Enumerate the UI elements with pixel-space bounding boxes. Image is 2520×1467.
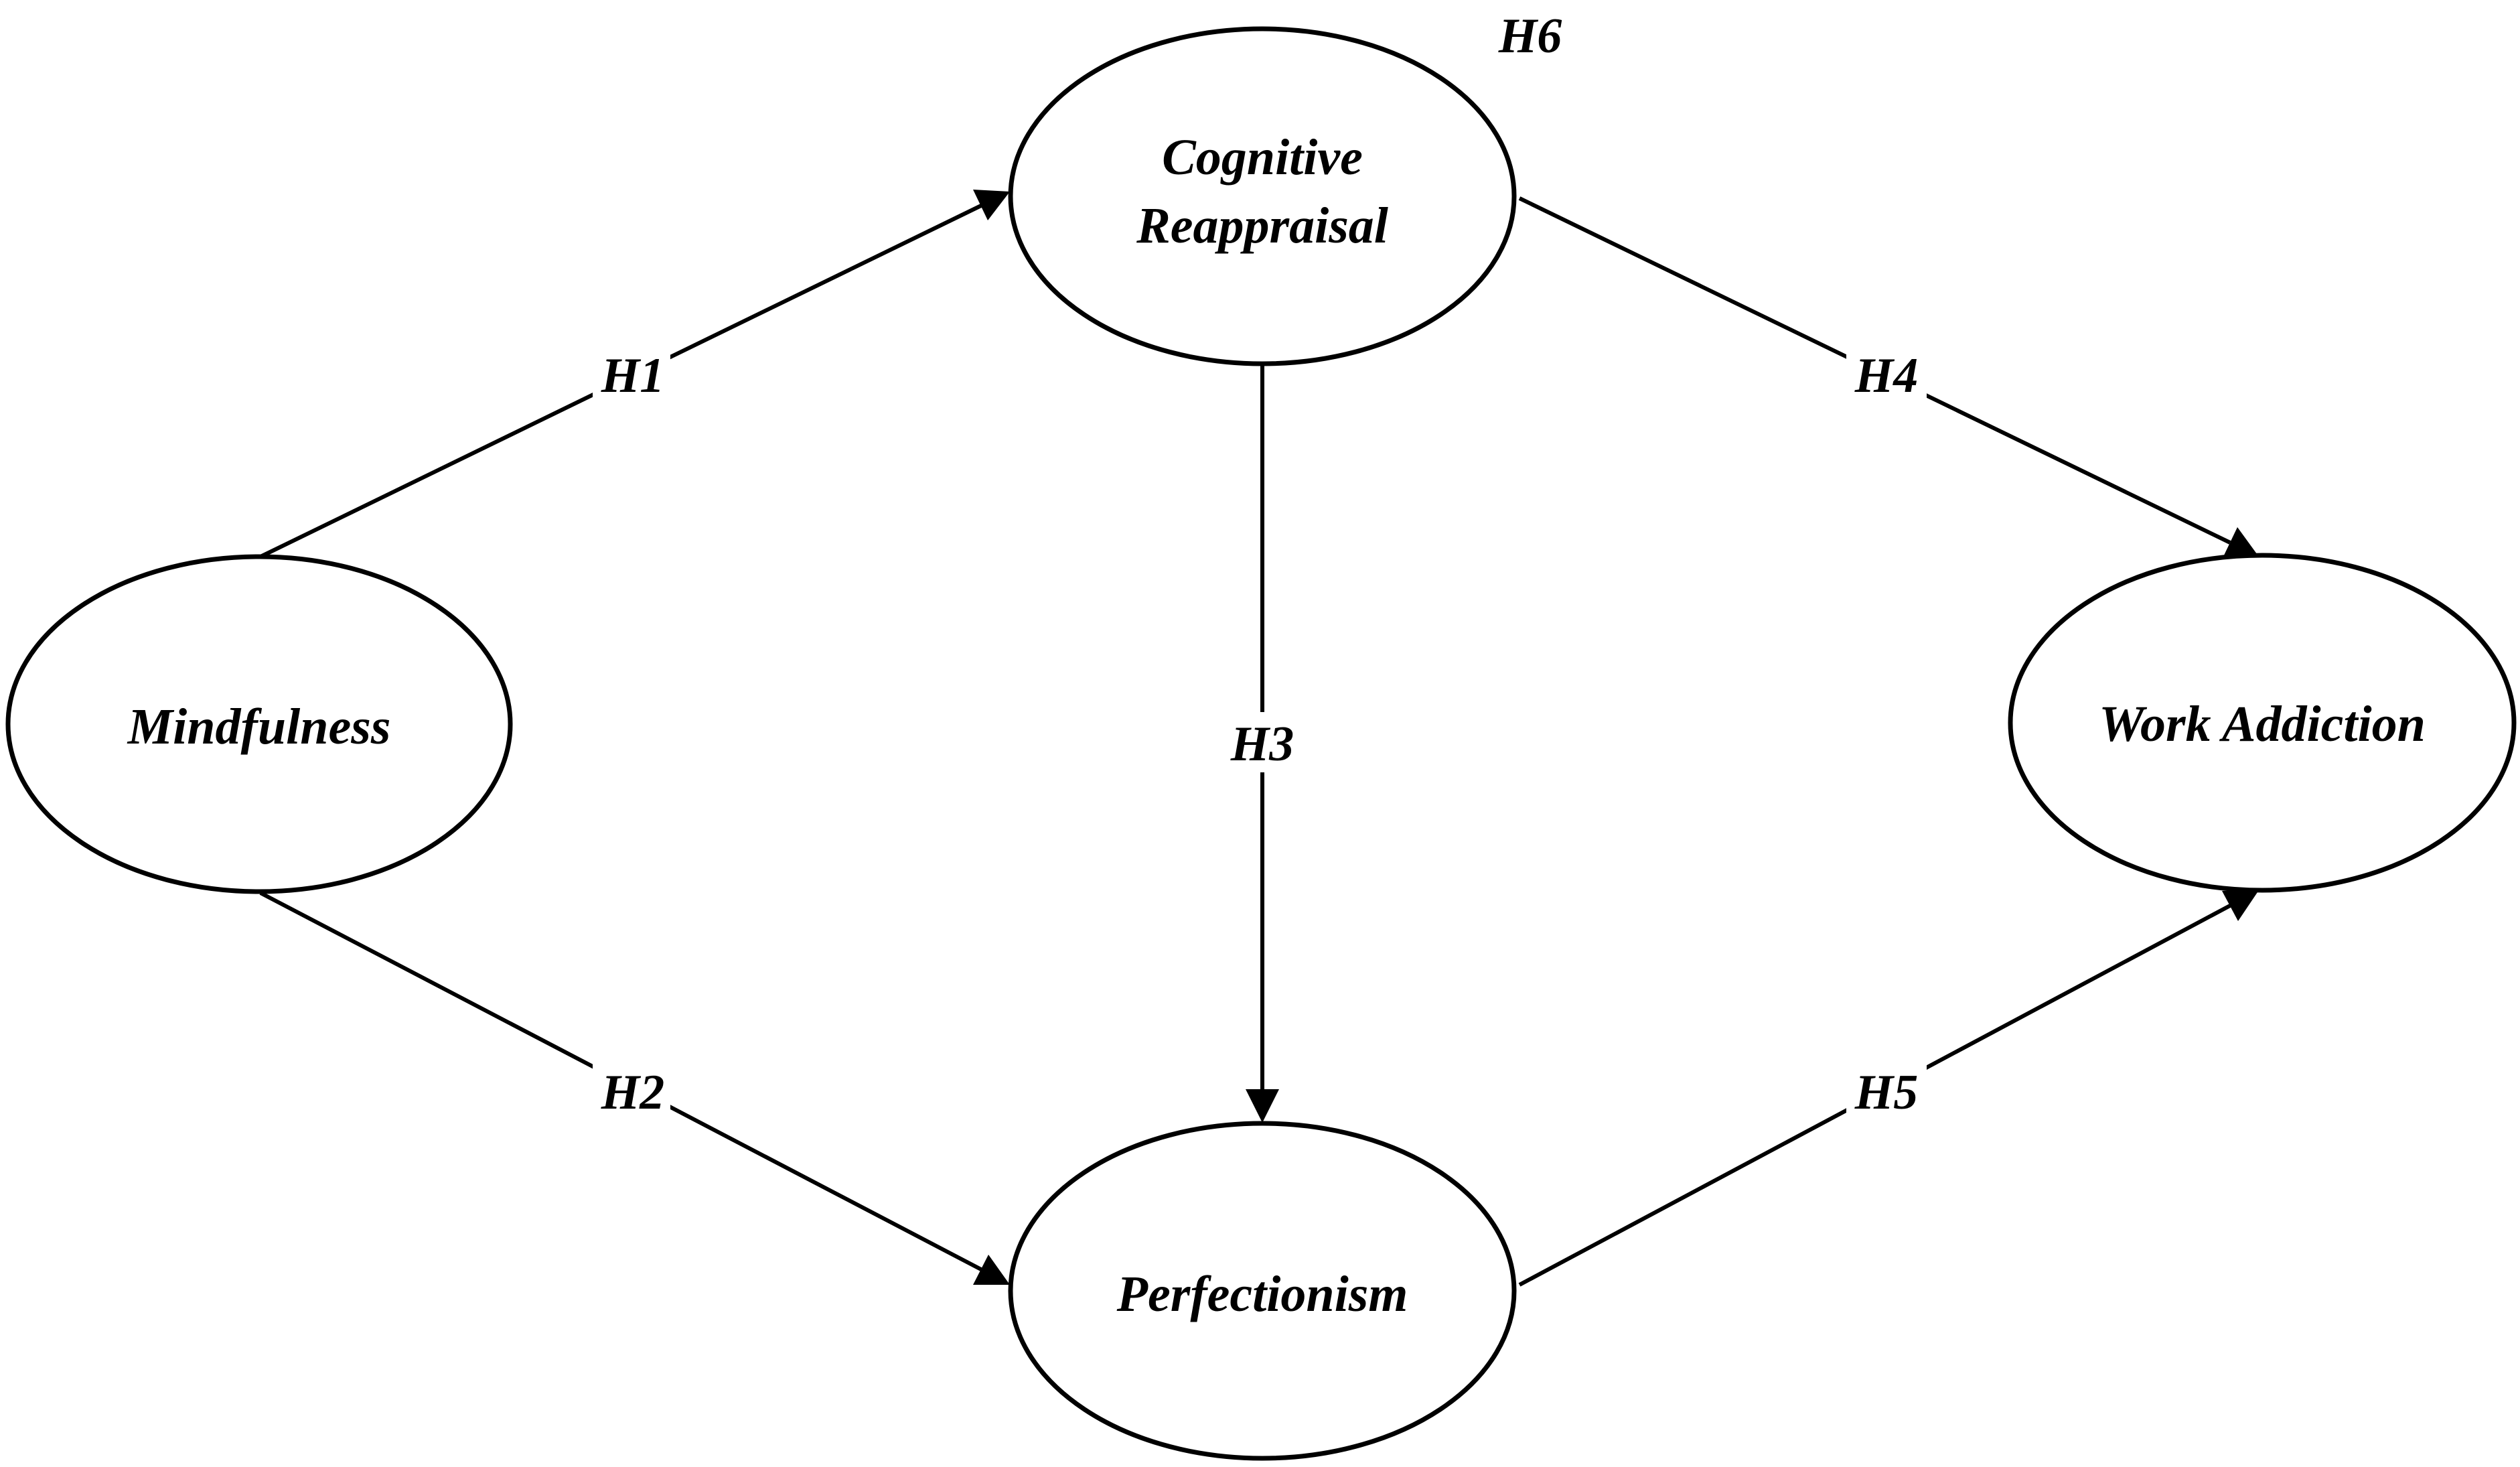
edge-label-h3: H3	[1230, 717, 1294, 772]
edge-label-h2: H2	[601, 1065, 665, 1120]
edge-label-h4-bg	[1846, 343, 1927, 403]
edge-label-h1: H1	[601, 348, 665, 403]
node-cognitive-reappraisal: Cognitive Reappraisal	[1008, 26, 1517, 366]
arrowhead-h1	[973, 190, 1010, 220]
annotation-h6: H6	[1498, 9, 1562, 64]
arrowhead-h2	[973, 1255, 1010, 1285]
node-mindfulness: Mindfulness	[5, 554, 513, 894]
cognitive-reappraisal-label-line2: Reappraisal	[1136, 198, 1388, 254]
work-addiction-label: Work Addiction	[2099, 696, 2426, 752]
perfectionism-label: Perfectionism	[1116, 1266, 1408, 1322]
mindfulness-label: Mindfulness	[127, 699, 391, 755]
edge-label-h5-bg	[1846, 1060, 1927, 1120]
arrowhead-h5	[2222, 890, 2259, 921]
edge-label-h2-bg	[593, 1060, 670, 1120]
edge-label-h3-bg	[1222, 712, 1304, 772]
edge-label-h4: H4	[1854, 348, 1919, 403]
edge-label-h1-bg	[593, 343, 670, 403]
work-addiction-ellipse	[2008, 553, 2517, 893]
mindfulness-ellipse	[5, 554, 513, 894]
node-perfectionism: Perfectionism	[1008, 1121, 1517, 1461]
cognitive-reappraisal-ellipse	[1008, 26, 1517, 366]
arrowhead-h3	[1246, 1089, 1279, 1123]
edge-labels: H1 H2 H3 H4 H5	[593, 343, 1927, 1120]
arrowhead-h4	[2223, 527, 2259, 558]
cognitive-reappraisal-label-line1: Cognitive	[1162, 129, 1363, 186]
node-work-addiction: Work Addiction	[2008, 553, 2517, 893]
perfectionism-ellipse	[1008, 1121, 1517, 1461]
edge-label-h5: H5	[1854, 1065, 1919, 1120]
